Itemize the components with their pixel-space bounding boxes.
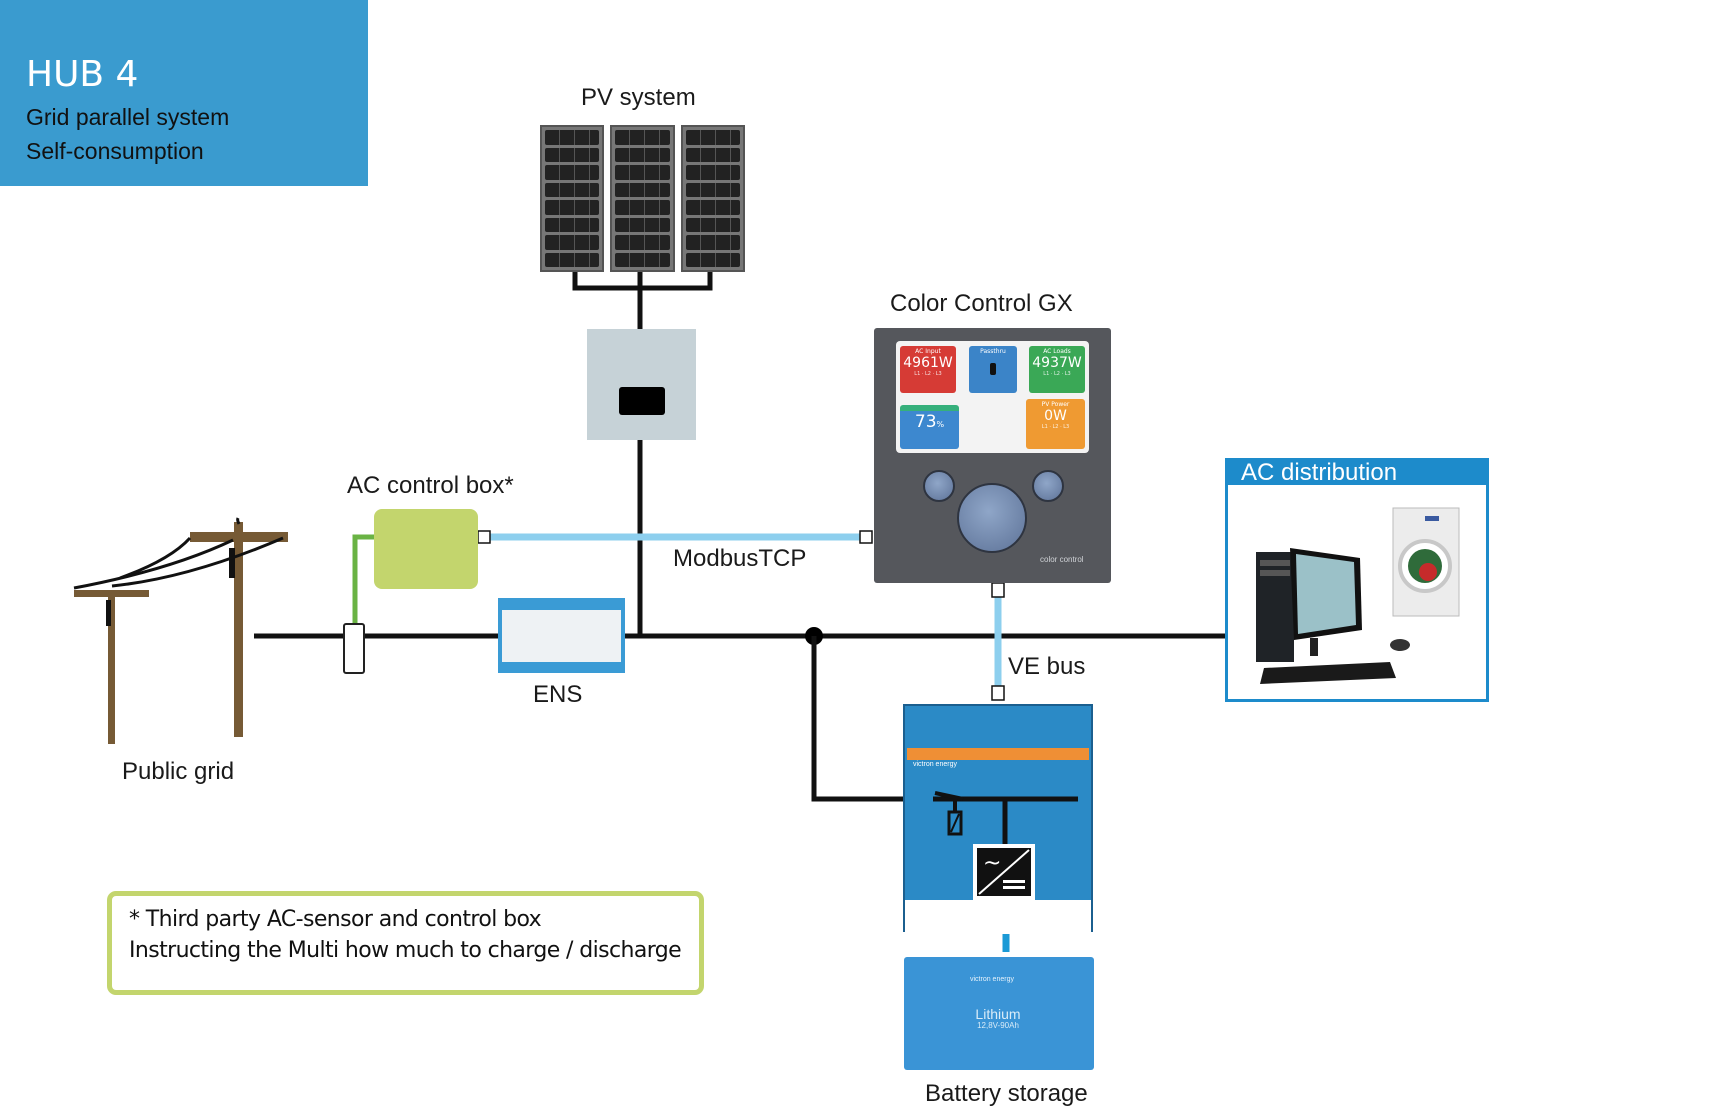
modbus-label: ModbusTCP bbox=[673, 545, 807, 572]
battery-type-text: Lithium bbox=[975, 1006, 1021, 1022]
relay-icon bbox=[947, 810, 963, 836]
multi-terminal-area bbox=[905, 900, 1091, 934]
diagram-subtitle-2: Self-consumption bbox=[26, 138, 204, 164]
multi-schematic: ~ bbox=[933, 791, 1078, 900]
ac-distribution-label: AC distribution bbox=[1241, 459, 1398, 486]
footnote-box bbox=[107, 891, 704, 995]
transfer-switch-icon bbox=[934, 791, 964, 801]
vebus-label: VE bus bbox=[1008, 653, 1086, 680]
diagram-subtitle-1: Grid parallel system bbox=[26, 104, 230, 130]
ccgx-brand-text: color control bbox=[1040, 555, 1084, 564]
multi-brand-strip bbox=[907, 748, 1089, 760]
ac-control-box-label: AC control box* bbox=[347, 472, 514, 499]
multi-brand-text: victron energy bbox=[913, 761, 957, 768]
pv-panels bbox=[540, 125, 745, 272]
color-control-label: Color Control GX bbox=[890, 290, 1073, 317]
rj45-plug-right-icon bbox=[859, 530, 873, 544]
ac-sensor bbox=[343, 623, 365, 674]
computer-icon bbox=[1256, 548, 1410, 684]
ac-input-tile: AC Input 4961W L1 · L2 · L3 bbox=[900, 346, 956, 393]
multi-ac-input-wire bbox=[811, 636, 935, 802]
pv-system-label: PV system bbox=[581, 84, 696, 111]
title-block bbox=[0, 0, 368, 186]
ccgx-right-button bbox=[1032, 470, 1064, 502]
solar-panel-icon bbox=[540, 125, 605, 272]
washing-machine-icon bbox=[1392, 507, 1460, 617]
solar-panel-icon bbox=[610, 125, 675, 272]
ens-circuit-board bbox=[502, 610, 621, 662]
pv-power-tile: PV Power 0W L1 · L2 · L3 bbox=[1026, 399, 1085, 449]
battery-tile: 73% bbox=[900, 405, 959, 449]
solar-panel-icon bbox=[680, 125, 745, 272]
ac-control-box bbox=[374, 509, 478, 589]
switch-icon bbox=[990, 363, 996, 375]
footnote-line-2: Instructing the Multi how much to charge… bbox=[129, 938, 682, 963]
battery-spec-text: 12,8V-90Ah bbox=[977, 1021, 1019, 1030]
battery-storage-label: Battery storage bbox=[925, 1080, 1088, 1107]
pv-string-wiring bbox=[572, 272, 713, 329]
rj45-plug-bottom-icon bbox=[991, 685, 1005, 701]
public-grid-label: Public grid bbox=[122, 758, 235, 785]
lithium-battery bbox=[904, 957, 1094, 1070]
utility-poles-icon bbox=[73, 517, 288, 744]
passthru-tile: Passthru bbox=[969, 346, 1017, 393]
ens-label: ENS bbox=[533, 681, 583, 708]
ccgx-left-button bbox=[923, 470, 955, 502]
sensor-wire bbox=[352, 534, 374, 623]
ac-loads-illustration bbox=[1256, 507, 1460, 684]
pv-inverter-display bbox=[619, 387, 665, 415]
svg-text:~: ~ bbox=[983, 851, 1001, 876]
footnote-line-1: * Third party AC-sensor and control box bbox=[129, 907, 542, 932]
pv-inverter bbox=[587, 329, 696, 440]
rj45-plug-top-icon bbox=[991, 582, 1005, 598]
battery-brand-text: victron energy bbox=[970, 976, 1014, 983]
ac-distribution-header bbox=[1228, 461, 1486, 485]
rj45-plug-left-icon bbox=[477, 530, 491, 544]
diagram-title: HUB 4 bbox=[26, 54, 139, 95]
color-control-screen: AC Input 4961W L1 · L2 · L3 Passthru AC … bbox=[896, 341, 1089, 453]
ccgx-navigation-pad bbox=[957, 483, 1027, 553]
ac-loads-tile: AC Loads 4937W L1 · L2 · L3 bbox=[1029, 346, 1085, 393]
